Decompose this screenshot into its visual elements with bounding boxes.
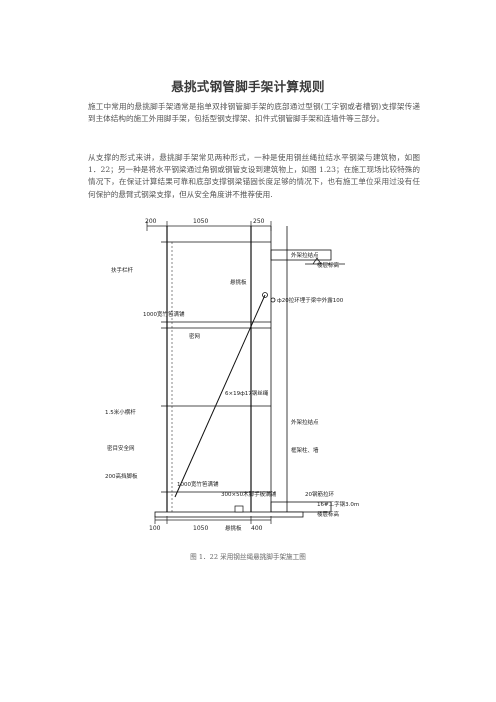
label-ring: ф20拉环埋于梁中外露100 [277, 296, 344, 304]
building-column [270, 226, 332, 513]
label-wire-rope: 6×19ф17钢丝绳 [225, 389, 269, 397]
label-toe-board: 200高挡脚板 [105, 472, 138, 480]
scaffold-drawing-svg: 200 1050 250 [105, 218, 359, 532]
label-bamboo-bottom: 1000宽竹笆满铺 [177, 480, 219, 488]
bottom-dimension [154, 516, 272, 524]
label-hanger-bottom: 悬挑板 [225, 524, 242, 532]
paragraph-support-forms: 从支撑的形式来讲，悬挑脚手架常见两种形式，一种是使用钢丝绳拉结水平钢梁与建筑物，… [88, 153, 420, 199]
dim-top-2: 1050 [193, 218, 208, 225]
paragraph-intro: 施工中常用的悬挑脚手架通常是指单双排钢管脚手架的底部通过型钢(工字钢或者槽钢)支… [88, 102, 420, 124]
label-small-rail: 1.5米小横杆 [105, 408, 136, 416]
dim-bottom-1: 100 [149, 525, 161, 532]
ledgers [161, 241, 271, 493]
label-anchor-ring: 20钢筋拉环 [305, 490, 334, 498]
label-dense-net: 密目安全网 [107, 444, 135, 452]
anchor-block [234, 505, 244, 513]
dim-bottom-2: 1050 [193, 525, 208, 532]
label-bamboo-top: 1000宽竹笆满铺 [143, 310, 185, 318]
scaffold-drawing: 200 1050 250 [105, 212, 385, 532]
label-frame-column: 框架柱、墙 [291, 446, 319, 454]
label-guard-rail: 扶手栏杆 [111, 266, 134, 274]
label-hanger: 悬挑板 [230, 278, 247, 286]
label-i-beam: 16#工字钢3.0m [317, 500, 359, 508]
floor-elevation-marker [305, 257, 345, 265]
dim-top-3: 250 [253, 218, 265, 225]
document-title: 悬挑式钢管脚手架计算规则 [171, 79, 325, 94]
i-beam [154, 511, 304, 518]
label-floor-elevation: 楼层标高 [317, 261, 340, 269]
tie-ring [262, 292, 268, 298]
label-outer-tie-lower: 外架拉结点 [291, 418, 319, 426]
scaffold-poles [166, 226, 252, 512]
wire-rope [174, 294, 266, 498]
tie-ring-2 [270, 297, 276, 303]
dim-bottom-3: 400 [251, 525, 263, 532]
label-board-full: 300×50木脚手板满铺 [221, 490, 277, 498]
dim-top-1: 200 [145, 218, 157, 225]
figure-caption: 图 1．22 采用钢丝绳悬挑脚手架施工图 [190, 553, 306, 561]
label-safety-net: 密网 [189, 332, 201, 340]
label-floor-elevation-bottom: 楼层标高 [317, 510, 340, 518]
label-outer-tie: 外架拉结点 [291, 251, 319, 259]
